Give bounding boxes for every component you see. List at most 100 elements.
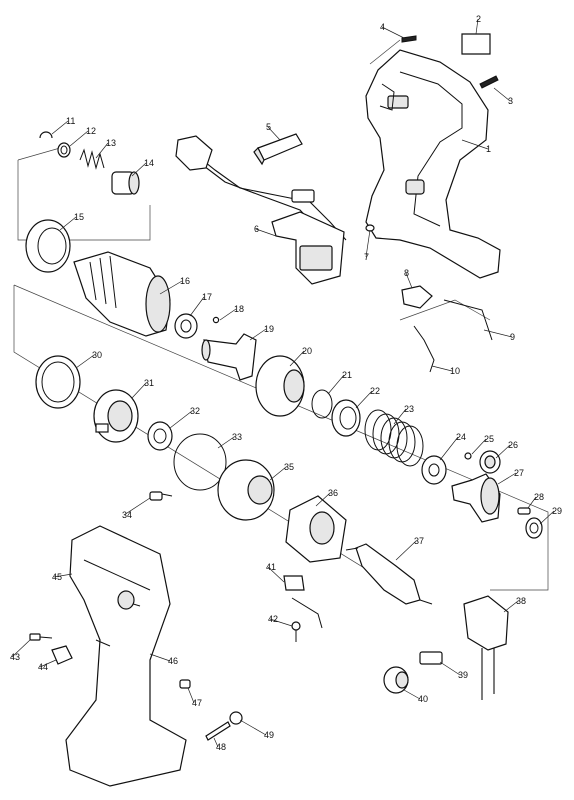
part-45-housing-set bbox=[65, 525, 187, 787]
part-6-switch-unit bbox=[175, 135, 347, 285]
leader-line-28 bbox=[527, 496, 537, 509]
part-number-32: 32 bbox=[190, 406, 200, 416]
leader-line-31 bbox=[131, 382, 147, 399]
part-number-40: 40 bbox=[418, 694, 428, 704]
leader-line-39 bbox=[439, 661, 461, 676]
leader-line-11 bbox=[51, 120, 69, 135]
leader-line-25 bbox=[471, 438, 487, 455]
leader-line-34 bbox=[123, 497, 151, 516]
part-number-14: 14 bbox=[144, 158, 154, 168]
part-13-spring bbox=[79, 148, 105, 170]
part-48-pin bbox=[205, 721, 231, 741]
part-49-washer bbox=[229, 711, 243, 725]
leader-line-26 bbox=[495, 444, 511, 459]
part-number-45: 45 bbox=[52, 572, 62, 582]
part-number-2: 2 bbox=[476, 14, 481, 24]
leader-line-36 bbox=[315, 492, 331, 507]
leader-line-2 bbox=[475, 18, 479, 35]
part-number-41: 41 bbox=[266, 562, 276, 572]
part-31-gear-housing bbox=[93, 389, 139, 443]
part-number-48: 48 bbox=[216, 742, 226, 752]
part-number-37: 37 bbox=[414, 536, 424, 546]
leader-line-37 bbox=[395, 540, 417, 561]
leader-line-23 bbox=[393, 408, 407, 425]
leader-line-24 bbox=[439, 436, 459, 461]
part-number-39: 39 bbox=[458, 670, 468, 680]
part-number-16: 16 bbox=[180, 276, 190, 286]
part-number-42: 42 bbox=[268, 614, 278, 624]
part-12-washer bbox=[57, 142, 71, 158]
leader-line-29 bbox=[539, 510, 555, 525]
part-number-23: 23 bbox=[404, 404, 414, 414]
part-36-field bbox=[285, 495, 347, 563]
part-number-13: 13 bbox=[106, 138, 116, 148]
part-35-motor-housing bbox=[217, 459, 275, 521]
leader-line-17 bbox=[189, 296, 205, 317]
part-22-washer bbox=[331, 399, 361, 437]
part-21-o-ring bbox=[311, 389, 333, 419]
part-number-26: 26 bbox=[508, 440, 518, 450]
part-26-gear bbox=[479, 450, 501, 474]
part-11-retaining-ring bbox=[39, 131, 53, 139]
leader-line-6 bbox=[255, 228, 277, 237]
part-number-22: 22 bbox=[370, 386, 380, 396]
part-number-7: 7 bbox=[364, 252, 369, 262]
leader-line-1 bbox=[461, 139, 489, 150]
part-number-17: 17 bbox=[202, 292, 212, 302]
part-number-49: 49 bbox=[264, 730, 274, 740]
part-5-switch-lever bbox=[253, 133, 303, 166]
part-43-screw bbox=[29, 633, 53, 641]
leader-line-42 bbox=[269, 618, 293, 627]
leader-line-30 bbox=[75, 354, 95, 369]
leader-line-33 bbox=[217, 436, 235, 449]
leader-line-3 bbox=[493, 87, 511, 102]
part-number-25: 25 bbox=[484, 434, 494, 444]
leader-line-16 bbox=[159, 280, 183, 295]
part-number-29: 29 bbox=[552, 506, 562, 516]
part-number-3: 3 bbox=[508, 96, 513, 106]
part-number-12: 12 bbox=[86, 126, 96, 136]
part-19-anvil bbox=[201, 333, 257, 381]
part-9-lever bbox=[443, 299, 493, 341]
part-14-sleeve bbox=[111, 171, 140, 195]
leader-line-49 bbox=[239, 719, 267, 736]
leader-line-43 bbox=[11, 639, 31, 658]
leader-line-9 bbox=[483, 329, 513, 338]
leader-line-7 bbox=[365, 229, 371, 258]
part-25-ball bbox=[464, 452, 472, 460]
leader-line-40 bbox=[403, 689, 421, 700]
part-8-bracket bbox=[401, 285, 433, 309]
leader-line-47 bbox=[187, 687, 195, 704]
part-number-20: 20 bbox=[302, 346, 312, 356]
part-17-washer bbox=[174, 313, 198, 339]
part-40-brush-cap bbox=[383, 666, 409, 694]
leader-line-21 bbox=[327, 374, 345, 395]
leader-line-32 bbox=[169, 410, 193, 429]
part-number-46: 46 bbox=[168, 656, 178, 666]
part-23-compression-spring bbox=[364, 409, 424, 467]
leader-line-8 bbox=[405, 272, 413, 289]
leader-line-18 bbox=[219, 308, 237, 321]
part-number-11: 11 bbox=[66, 116, 75, 126]
part-number-44: 44 bbox=[38, 662, 48, 672]
part-number-30: 30 bbox=[92, 350, 102, 360]
leader-line-5 bbox=[267, 126, 281, 141]
part-number-24: 24 bbox=[456, 432, 466, 442]
part-number-47: 47 bbox=[192, 698, 202, 708]
part-42-screw bbox=[291, 621, 301, 642]
part-37-armature bbox=[345, 543, 433, 605]
part-number-38: 38 bbox=[516, 596, 526, 606]
part-number-8: 8 bbox=[404, 268, 409, 278]
part-2-label-plate bbox=[461, 33, 491, 55]
part-33-o-ring bbox=[173, 433, 227, 491]
part-39-carbon-brush bbox=[419, 651, 443, 665]
leader-line-19 bbox=[249, 328, 267, 341]
part-1-housing-shape bbox=[365, 49, 501, 279]
part-29-washer bbox=[525, 517, 543, 539]
part-number-19: 19 bbox=[264, 324, 274, 334]
part-28-pin bbox=[517, 507, 531, 515]
part-4-screw bbox=[401, 35, 417, 43]
part-16-front-cover bbox=[73, 251, 171, 337]
